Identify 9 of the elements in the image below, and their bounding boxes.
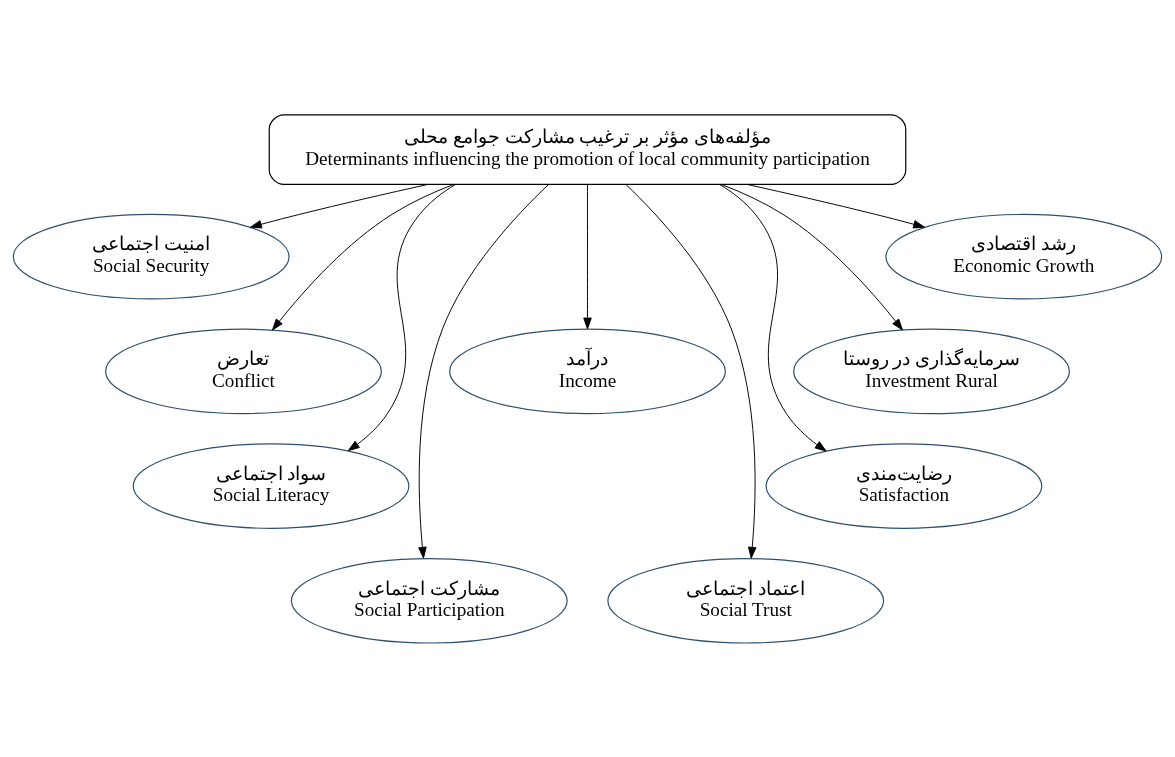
arrow — [272, 183, 455, 330]
arrow — [719, 183, 827, 451]
arrow — [250, 183, 429, 228]
arrow — [347, 183, 456, 451]
arrow — [418, 183, 550, 559]
arrow — [625, 183, 757, 559]
arrow — [720, 183, 903, 330]
arrow — [746, 183, 925, 228]
arrow — [583, 183, 592, 329]
